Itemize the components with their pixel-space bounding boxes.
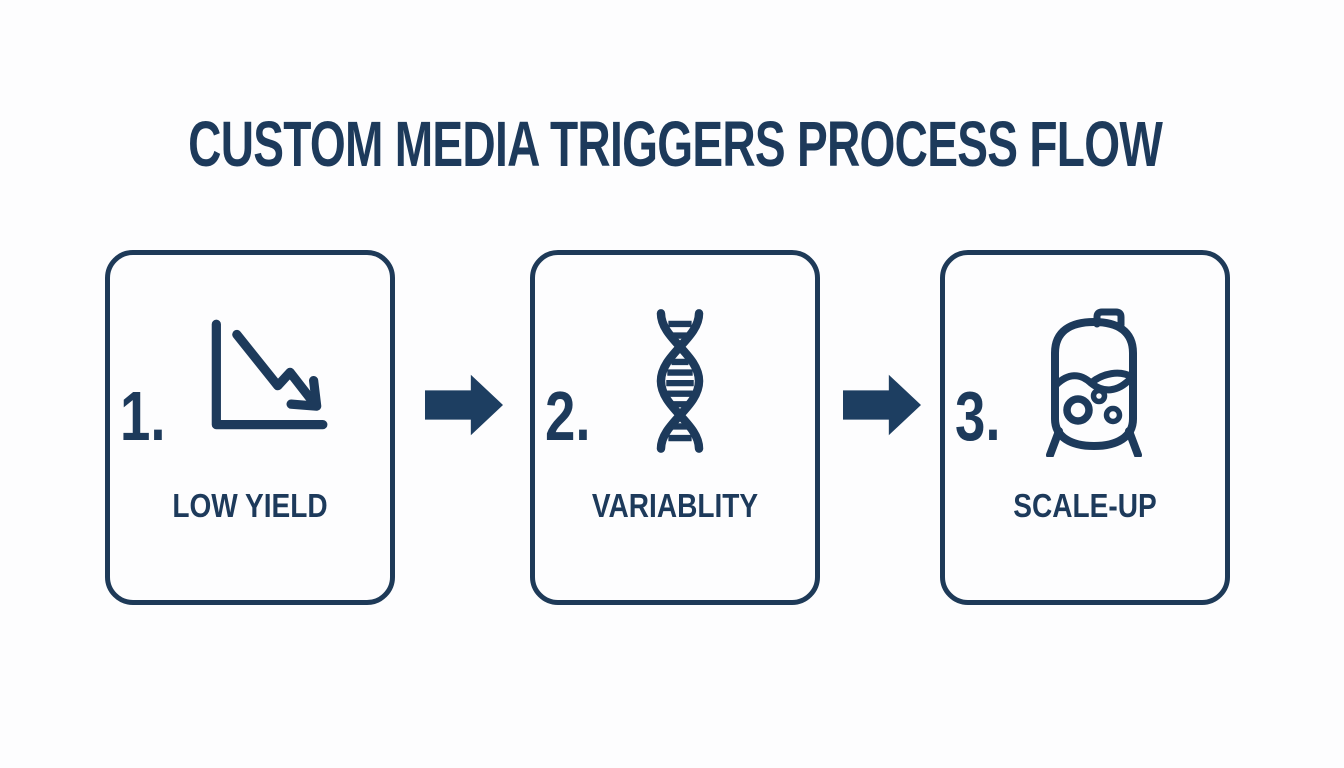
step-number: 3. — [955, 377, 1001, 455]
page-title: CUSTOM MEDIA TRIGGERS PROCESS FLOW — [188, 108, 1163, 180]
step-card-scale-up: 3. SCALE-UP — [940, 250, 1230, 605]
step-label: VARIABLITY — [591, 487, 759, 524]
right-arrow-icon — [843, 372, 921, 438]
step-number: 1. — [120, 377, 166, 455]
right-arrow-icon — [425, 372, 503, 438]
declining-line-chart-icon — [202, 315, 330, 440]
bioreactor-tank-icon — [1045, 307, 1145, 457]
step-card-low-yield: 1. LOW YIELD — [105, 250, 395, 605]
dna-helix-icon — [647, 307, 713, 455]
step-number: 2. — [545, 377, 591, 455]
step-card-variability: 2. VARIABLITY — [530, 250, 820, 605]
step-label: LOW YIELD — [172, 487, 328, 524]
step-label: SCALE-UP — [1013, 487, 1157, 524]
